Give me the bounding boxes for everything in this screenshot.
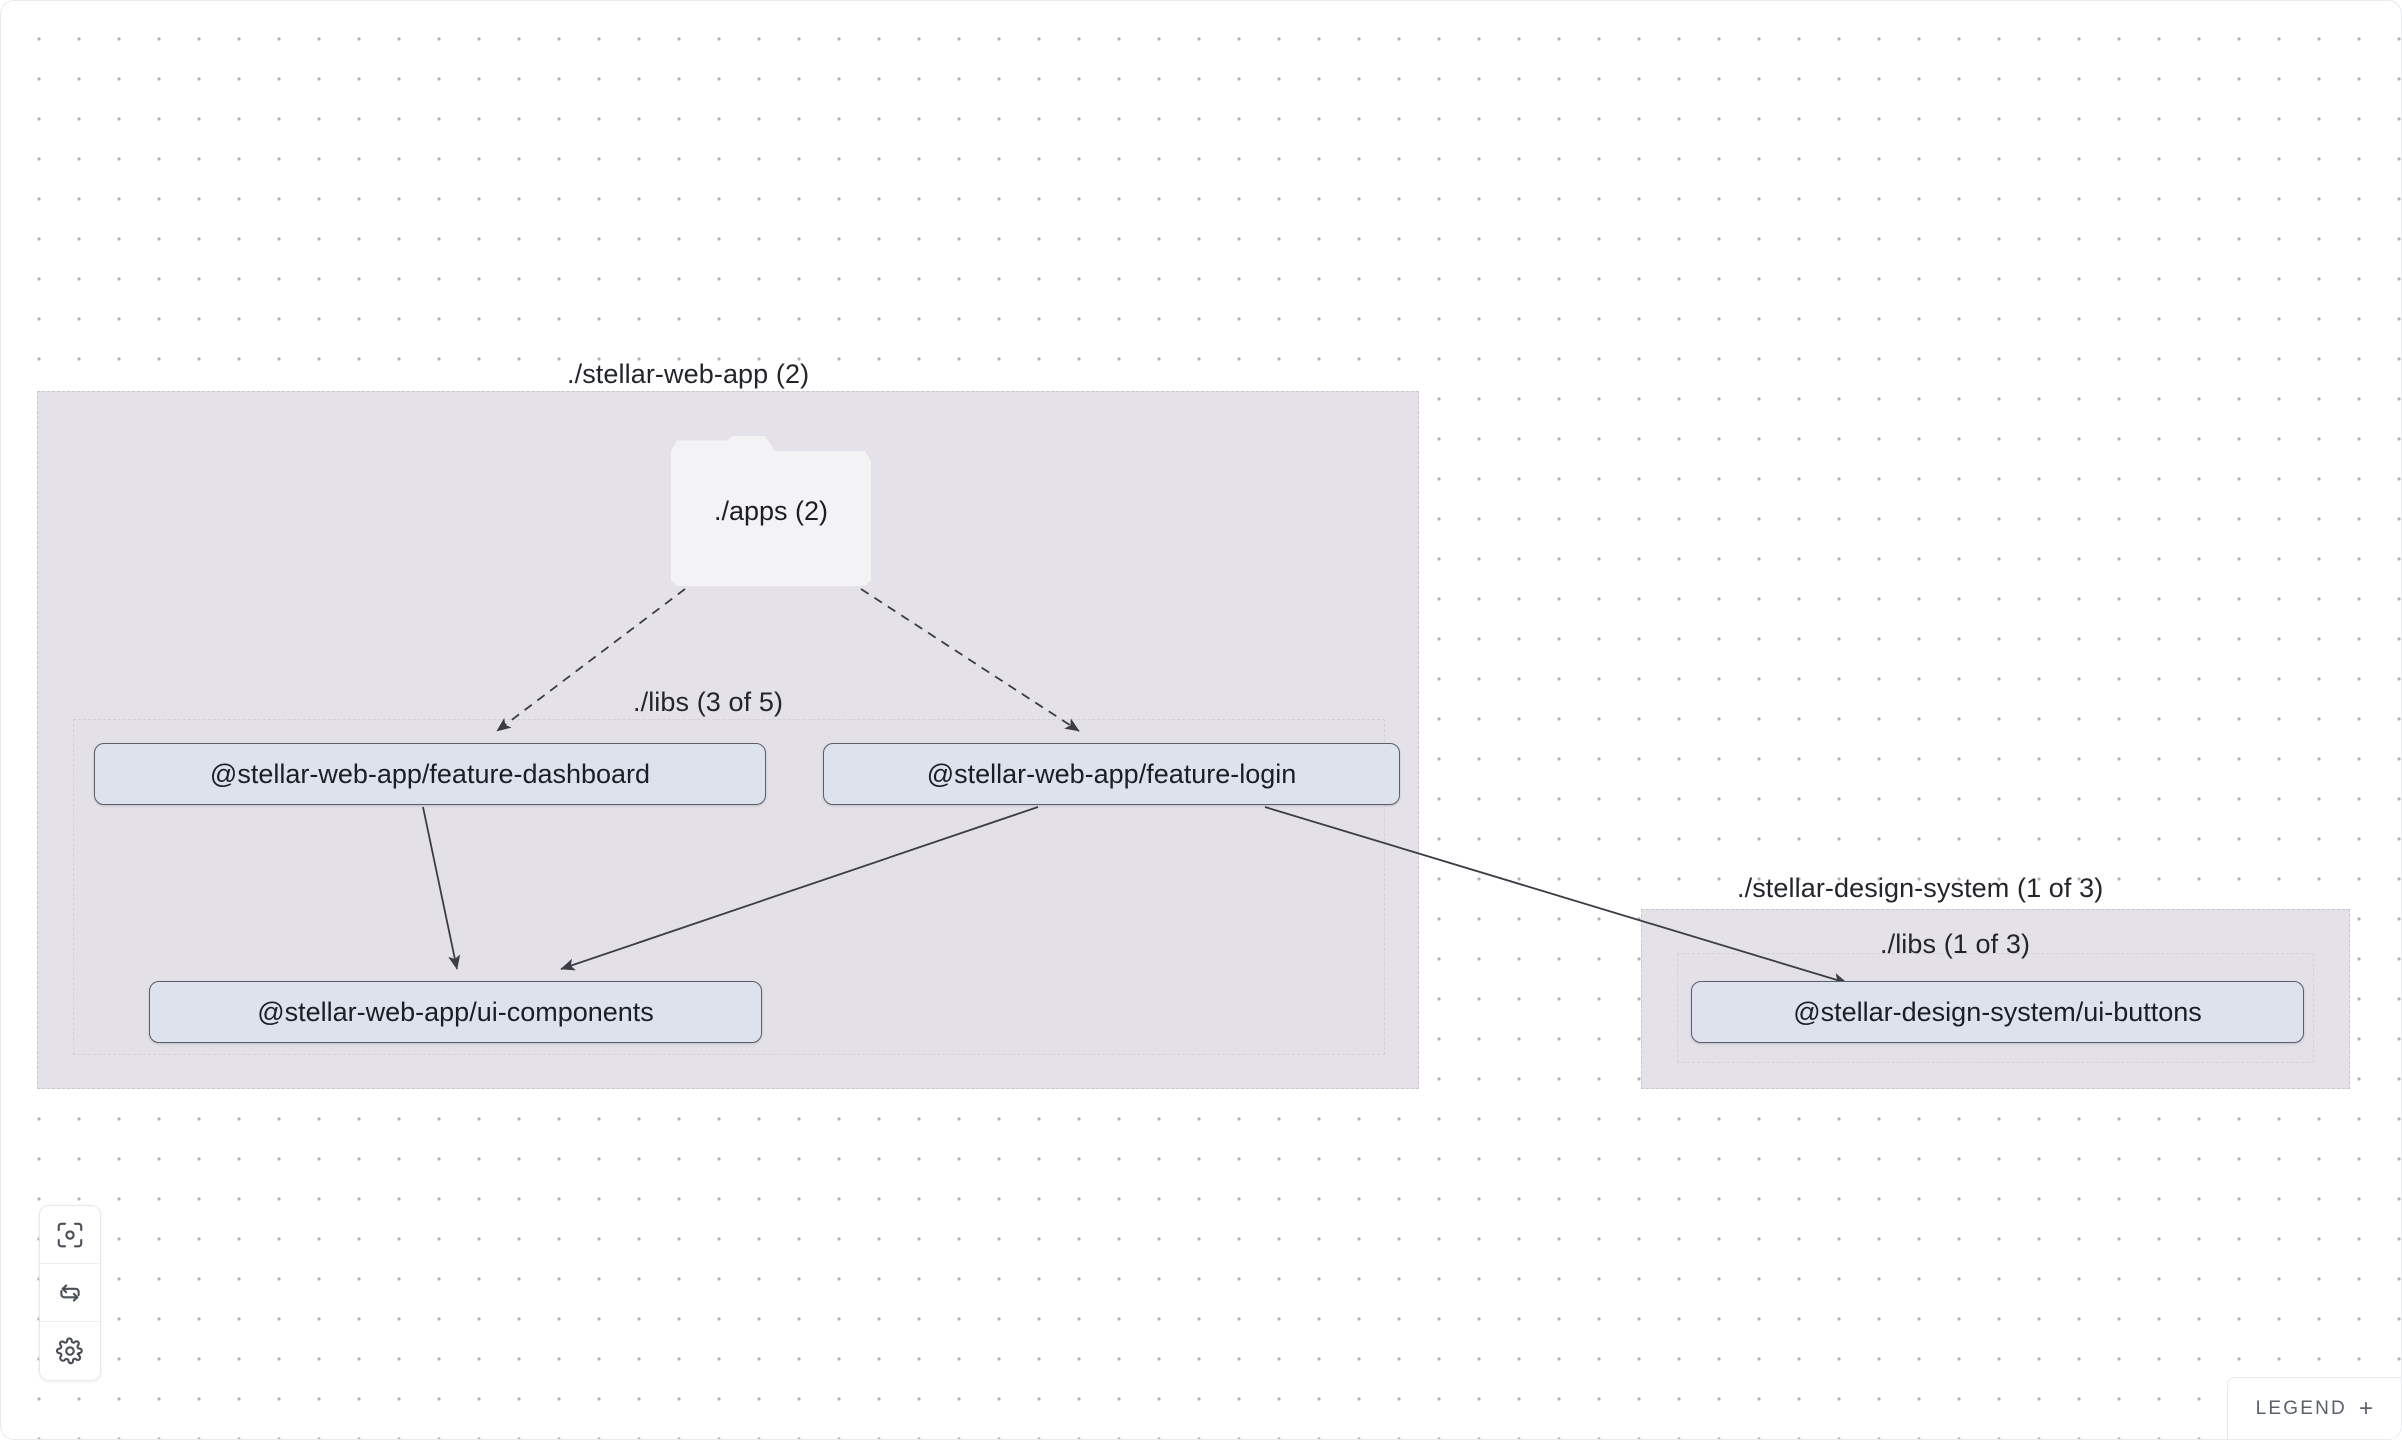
- node-label: @stellar-web-app/feature-login: [926, 758, 1297, 789]
- plus-icon: +: [2358, 1394, 2373, 1422]
- group-label-stellar-design-system: ./stellar-design-system (1 of 3): [1737, 873, 2104, 903]
- refresh-cycle-icon: [55, 1278, 85, 1308]
- node-label: @stellar-web-app/ui-components: [257, 996, 654, 1027]
- gear-icon-button[interactable]: [40, 1322, 100, 1380]
- group-label-stellar-design-system-libs: ./libs (1 of 3): [1880, 929, 2031, 959]
- node-feature-login[interactable]: @stellar-web-app/feature-login: [823, 743, 1400, 805]
- node-ui-components[interactable]: @stellar-web-app/ui-components: [149, 981, 762, 1043]
- folder-node-apps[interactable]: ./apps (2): [671, 436, 871, 586]
- gear-icon: [55, 1336, 85, 1366]
- refresh-cycle-icon-button[interactable]: [40, 1264, 100, 1322]
- focus-target-icon: [55, 1220, 85, 1250]
- group-label-stellar-web-app: ./stellar-web-app (2): [567, 359, 810, 389]
- folder-node-label: ./apps (2): [713, 495, 829, 526]
- node-label: @stellar-web-app/feature-dashboard: [209, 758, 651, 789]
- legend-label: LEGEND: [2255, 1397, 2347, 1419]
- node-ui-buttons[interactable]: @stellar-design-system/ui-buttons: [1691, 981, 2304, 1043]
- canvas-controls: [39, 1205, 101, 1381]
- focus-target-icon-button[interactable]: [40, 1206, 100, 1264]
- group-label-stellar-web-app-libs: ./libs (3 of 5): [633, 687, 784, 717]
- folder-icon-shape: [671, 436, 871, 586]
- node-feature-dashboard[interactable]: @stellar-web-app/feature-dashboard: [94, 743, 766, 805]
- legend-button[interactable]: LEGEND +: [2226, 1377, 2401, 1439]
- node-label: @stellar-design-system/ui-buttons: [1793, 996, 2202, 1027]
